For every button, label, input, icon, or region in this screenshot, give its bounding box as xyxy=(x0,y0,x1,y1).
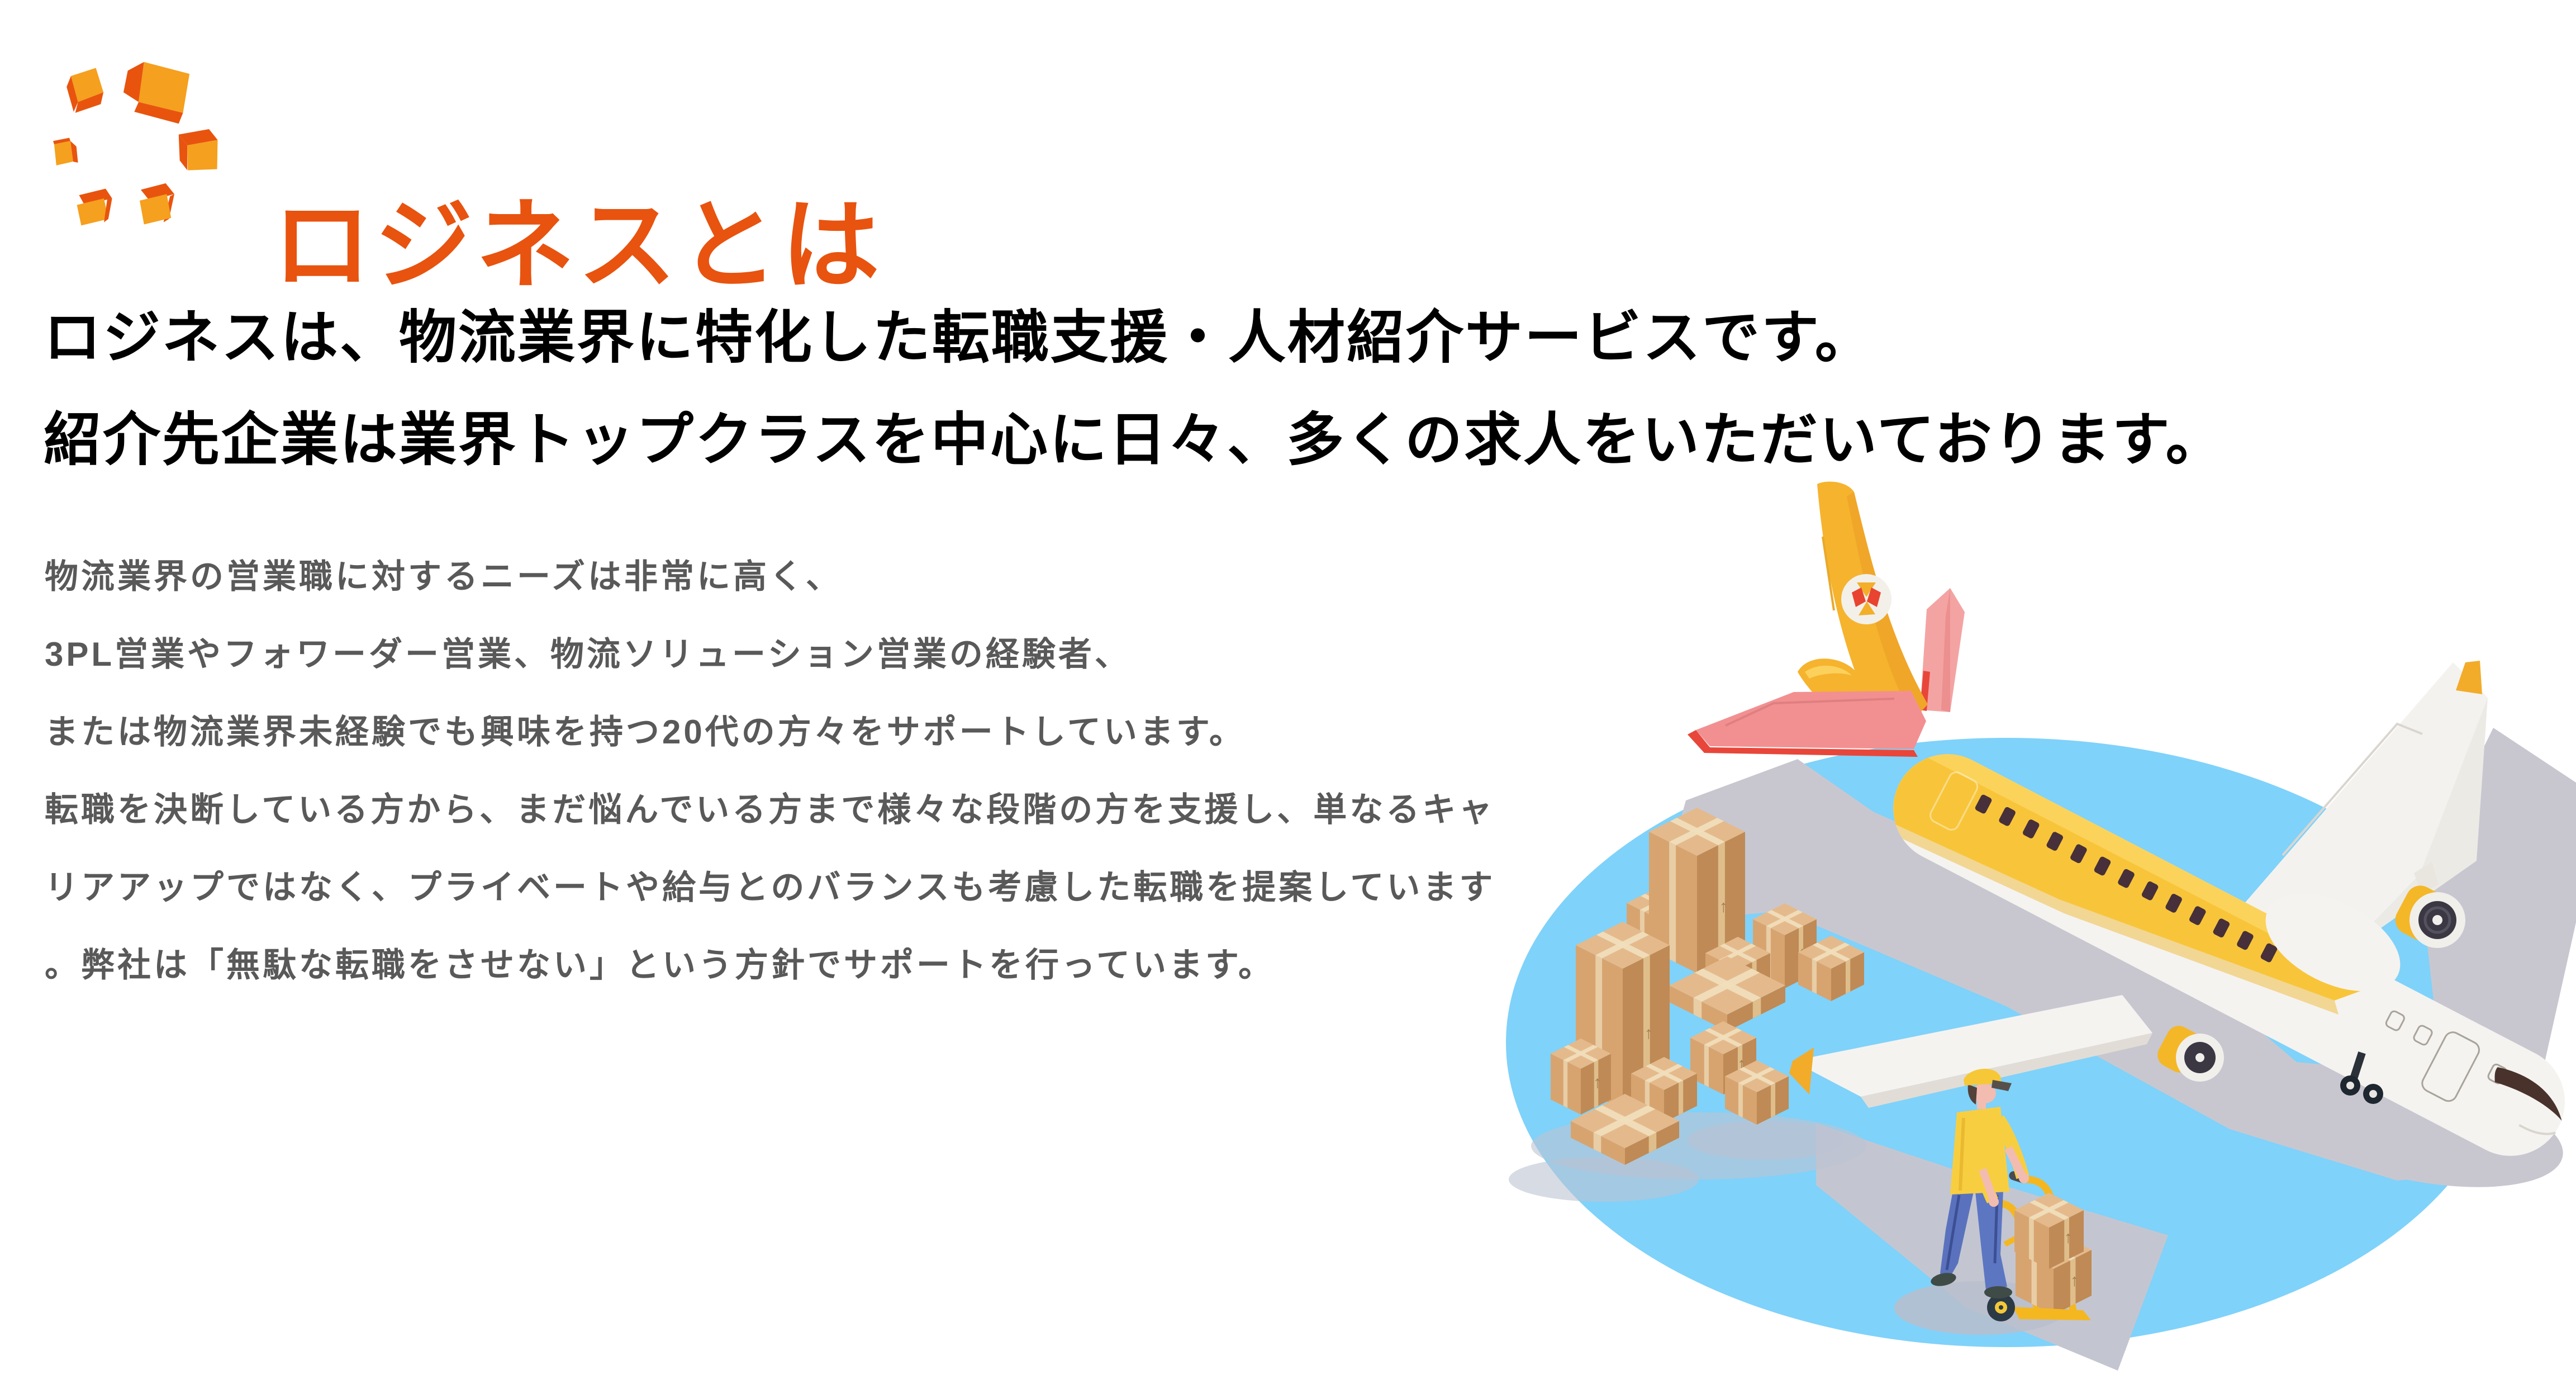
worker-cap-visor xyxy=(1992,1080,2012,1091)
cabin-window xyxy=(1975,794,1992,814)
cabin-window xyxy=(2094,856,2111,876)
worker-shoe xyxy=(1984,1286,2012,1298)
worker-hair xyxy=(1967,1084,1977,1105)
cabin-window xyxy=(2165,894,2182,913)
cardboard-box xyxy=(1725,1060,1789,1125)
cardboard-box: ↑ xyxy=(1551,1039,1611,1115)
cabin-window xyxy=(2213,918,2230,938)
near-winglet xyxy=(1789,1048,1814,1094)
hand-truck-boxes: ↑↑ xyxy=(2014,1193,2092,1315)
wing-root-fairing xyxy=(2265,893,2401,992)
logo-cube-right xyxy=(178,129,218,170)
airplane-near-engine xyxy=(2157,1026,2224,1082)
cockpit-windshield xyxy=(2494,1067,2562,1121)
cabin-window xyxy=(2070,844,2087,864)
body-line-6: 。弊社は「無駄な転職をさせない」という方針でサポートを行っています。 xyxy=(45,946,1275,984)
cargo-airplane xyxy=(1688,481,2565,1156)
airplane-far-stabilizer xyxy=(1920,588,1965,712)
body-line-3: または物流業界未経験でも興味を持つ20代の方々をサポートしています。 xyxy=(45,713,1246,751)
fuselage-windows xyxy=(1975,794,2278,963)
headline-line-1: ロジネスは、物流業界に特化した転職支援・人材紹介サービスです。 xyxy=(44,305,1874,369)
box-shadow xyxy=(1509,1157,1699,1202)
fragile-arrow-mark: ↑ xyxy=(2070,1272,2079,1290)
cardboard-box xyxy=(1571,1094,1679,1165)
tail-logo-emblem xyxy=(1841,574,1891,624)
cardboard-box: ↑ xyxy=(1690,1021,1756,1094)
logo-cube-bottom-center xyxy=(140,183,174,225)
cabin-window xyxy=(2141,881,2159,900)
far-winglet xyxy=(2456,661,2482,694)
nose-windows xyxy=(2385,1010,2507,1102)
headline-line-2: 紹介先企業は業界トップクラスを中心に日々、多くの求人をいただいております。 xyxy=(44,407,2225,472)
airplane-near-wing xyxy=(1789,995,2152,1108)
cabin-window xyxy=(2118,869,2135,888)
logo-cube-top-left xyxy=(66,68,104,113)
body-line-1: 物流業界の営業職に対するニーズは非常に高く、 xyxy=(45,558,842,595)
fragile-arrow-mark: ↑ xyxy=(2064,1228,2073,1246)
airplane-near-stabilizer xyxy=(1688,691,1926,757)
rear-door-outline xyxy=(1929,771,1979,831)
fragile-arrow-mark: ↑ xyxy=(1645,1024,1653,1042)
cardboard-box: ↑ xyxy=(2014,1193,2084,1269)
logo-cube-left xyxy=(53,138,78,165)
logistics-illustration: ↑↑↑↑↑↑ ↑↑ xyxy=(1506,481,2576,1371)
logo-cube-bottom-left xyxy=(77,188,112,226)
fragile-arrow-mark: ↑ xyxy=(1719,897,1728,916)
front-door-outline xyxy=(2421,1031,2480,1102)
section-headline: ロジネスは、物流業界に特化した転職支援・人材紹介サービスです。 紹介先企業は業界… xyxy=(44,286,2225,491)
cardboard-boxes: ↑↑↑↑↑↑ xyxy=(1509,808,1866,1202)
cabin-window xyxy=(2237,931,2254,950)
logo-cube-top-right xyxy=(123,61,190,124)
cabin-window xyxy=(2189,906,2206,925)
cabin-window xyxy=(1999,807,2016,826)
box-shadow xyxy=(1688,1121,1844,1160)
body-line-2: 3PL営業やフォワーダー営業、物流ソリューション営業の経験者、 xyxy=(45,636,1131,673)
cardboard-box xyxy=(1798,936,1864,1001)
worker-face xyxy=(1973,1083,1996,1103)
body-line-5: リアアップではなく、プライベートや給与とのバランスも考慮した転職を提案しています xyxy=(45,869,1496,906)
landing-gear xyxy=(2340,1051,2383,1104)
logines-cubes-logo-icon xyxy=(53,61,218,226)
page-title: ロジネスとは xyxy=(273,191,883,301)
section-body: 物流業界の営業職に対するニーズは非常に高く、 3PL営業やフォワーダー営業、物流… xyxy=(45,538,1495,1004)
delivery-worker xyxy=(1931,1068,2030,1298)
cabin-window xyxy=(2046,832,2064,851)
cabin-window xyxy=(2260,943,2278,963)
airplane-far-engine xyxy=(2395,862,2465,948)
worker-leg xyxy=(1975,1191,2007,1290)
fragile-arrow-mark: ↑ xyxy=(1593,1073,1601,1092)
body-line-4: 転職を決断している方から、まだ悩んでいる方まで様々な段階の方を支援し、単なるキャ xyxy=(45,791,1495,828)
cardboard-box xyxy=(1669,956,1785,1031)
worker-shoe xyxy=(1931,1273,1956,1286)
cardboard-box: ↑ xyxy=(1649,808,1745,973)
cabin-window xyxy=(2022,819,2040,838)
hand-truck-front xyxy=(1987,1293,2091,1321)
worker-cap xyxy=(1964,1068,2002,1086)
